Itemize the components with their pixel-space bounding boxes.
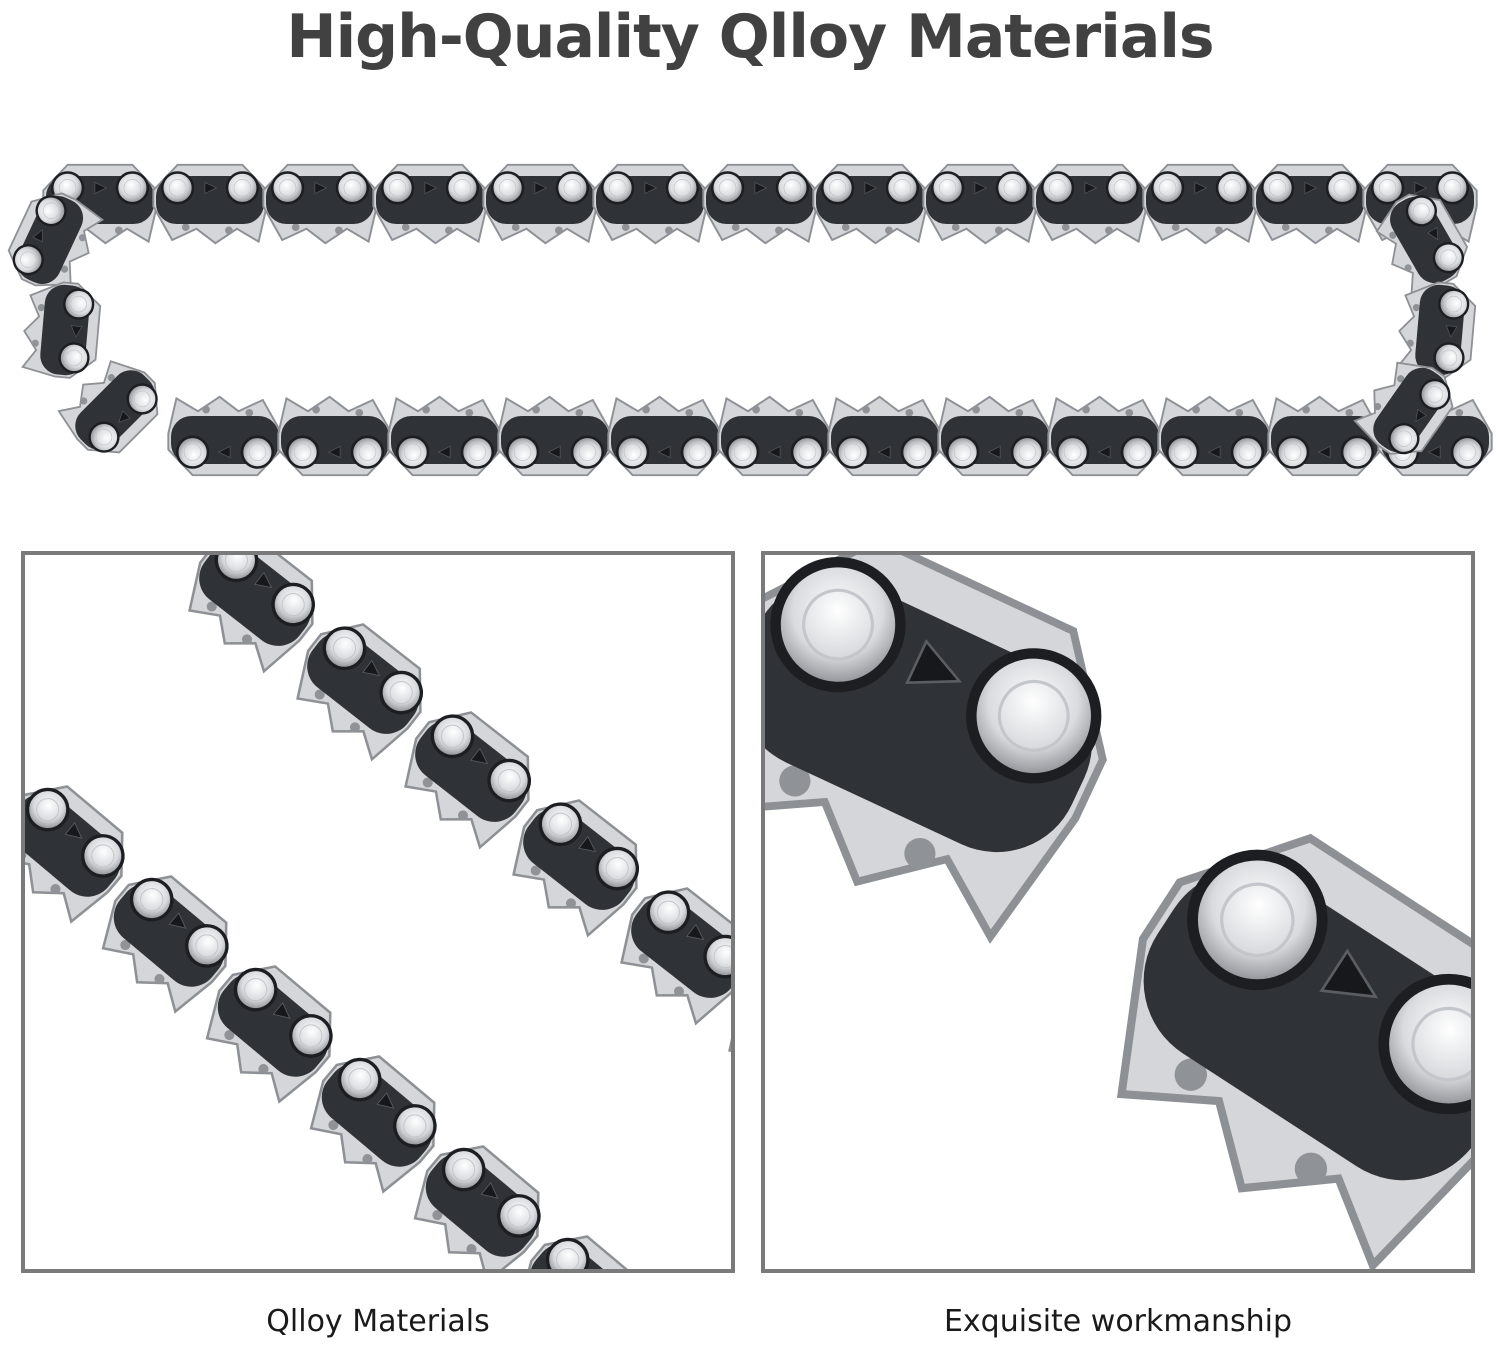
page-headline: High-Quality Qlloy Materials (286, 2, 1214, 72)
saw-chain-loop-illustration (7, 163, 1493, 477)
right-closeup-panel (761, 551, 1475, 1273)
left-closeup-panel (21, 551, 735, 1273)
left-panel-caption: Qlloy Materials (266, 1304, 490, 1339)
chain-segments-closeup-illustration (25, 555, 731, 1269)
right-panel-caption: Exquisite workmanship (943, 1304, 1293, 1339)
chain-link-macro-illustration (765, 555, 1471, 1269)
